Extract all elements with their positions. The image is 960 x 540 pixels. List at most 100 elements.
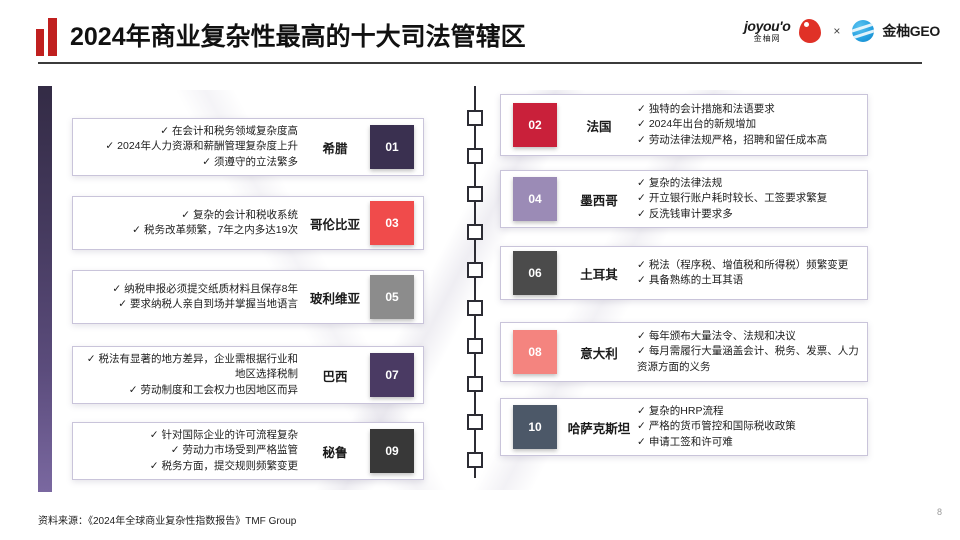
bullet-text: 税法（程序税、增值税和所得税）频繁变更: [648, 258, 849, 271]
country-name-07: 巴西: [322, 369, 348, 384]
bullet-item: ✓具备熟练的土耳其语: [637, 273, 861, 288]
bullet-item: ✓2024年人力资源和薪酬管理复杂度上升: [79, 139, 298, 154]
check-icon: ✓: [637, 435, 646, 448]
bullet-item: ✓劳动制度和工会权力也因地区而异: [79, 383, 298, 398]
country-name-05: 玻利维亚: [309, 291, 360, 306]
check-icon: ✓: [181, 208, 190, 221]
check-icon: ✓: [160, 125, 169, 138]
joyouo-logo-en: joyou'o: [743, 18, 791, 34]
header-divider: [38, 62, 922, 64]
bullet-text: 反洗钱审计要求多: [648, 207, 733, 220]
country-name-10: 哈萨克斯坦: [567, 421, 631, 436]
bullet-text: 纳税申报必须提交纸质材料且保存8年: [124, 282, 298, 295]
bullet-item: ✓税务方面，提交规则频繁变更: [79, 459, 298, 474]
logo-separator-x: ×: [833, 24, 841, 38]
rank-badge-05: 05: [370, 275, 414, 319]
bullet-text: 复杂的会计和税收系统: [193, 208, 298, 221]
country-name-01: 希腊: [322, 141, 348, 156]
rank-badge-10: 10: [513, 405, 557, 449]
globe-icon: [852, 20, 875, 42]
bullet-text: 税法有显著的地方差异，企业需根据行业和地区选择税制: [98, 353, 299, 381]
bullet-text: 严格的货币管控和国际税收政策: [648, 420, 796, 433]
timeline-node-8: [467, 376, 483, 392]
joyouo-logo-cn: 金柚网: [753, 34, 781, 43]
bullet-text: 具备熟练的土耳其语: [648, 274, 744, 286]
check-icon: ✓: [86, 353, 96, 366]
check-icon: ✓: [132, 224, 141, 236]
bullet-text: 须遵守的立法繁多: [214, 155, 298, 168]
bullet-item: ✓税法（程序税、增值税和所得税）频繁变更: [637, 258, 861, 273]
timeline-spine: [467, 86, 483, 478]
bullet-item: ✓针对国际企业的许可流程复杂: [79, 428, 298, 443]
check-icon: ✓: [105, 140, 115, 153]
timeline-node-5: [467, 262, 483, 278]
jurisdiction-card-01[interactable]: ✓在会计和税务领域复杂度高✓2024年人力资源和薪酬管理复杂度上升✓须遵守的立法…: [72, 118, 424, 176]
page-number: 8: [936, 507, 942, 517]
jurisdiction-card-07[interactable]: ✓税法有显著的地方差异，企业需根据行业和地区选择税制 ✓劳动制度和工会权力也因地区…: [72, 346, 424, 404]
bullet-text: 税务改革频繁，7年之内多达19次: [143, 224, 298, 236]
joyouo-logo: joyou'o 金柚网: [743, 18, 791, 43]
rank-badge-01: 01: [370, 125, 414, 169]
bullet-text: 劳动法律法规严格，招聘和留任成本高: [648, 133, 828, 146]
bullet-list-10: ✓复杂的HRP流程✓严格的货币管控和国际税收政策✓申请工签和许可难: [637, 404, 867, 450]
check-icon: ✓: [202, 155, 211, 168]
check-icon: ✓: [637, 177, 646, 190]
bullet-text: 2024年人力资源和薪酬管理复杂度上升: [117, 140, 298, 153]
bullet-item: ✓劳动力市场受到严格监管: [79, 443, 298, 458]
timeline-node-9: [467, 414, 483, 430]
jurisdiction-card-09[interactable]: ✓针对国际企业的许可流程复杂✓劳动力市场受到严格监管✓税务方面，提交规则频繁变更…: [72, 422, 424, 480]
bullet-text: 劳动力市场受到严格监管: [182, 444, 299, 457]
rank-badge-02: 02: [513, 103, 557, 147]
bullet-item: ✓反洗钱审计要求多: [637, 207, 861, 222]
bullet-list-09: ✓针对国际企业的许可流程复杂✓劳动力市场受到严格监管✓税务方面，提交规则频繁变更: [73, 428, 306, 474]
bullet-text: 独特的会计措施和法语要求: [648, 103, 775, 116]
brand-logo-group: joyou'o 金柚网 × 金柚GEO: [744, 14, 940, 48]
rank-badge-07: 07: [370, 353, 414, 397]
bullet-text: 开立银行账户耗时较长、工签要求繁复: [648, 192, 828, 205]
bullet-text: 复杂的法律法规: [648, 177, 723, 190]
bullet-item: ✓每年颁布大量法令、法规和决议: [637, 329, 861, 344]
bullet-text: 税务方面，提交规则频繁变更: [161, 459, 299, 472]
bullet-text: 2024年出台的新规增加: [648, 118, 757, 131]
timeline-node-6: [467, 300, 483, 316]
bullet-item: ✓2024年出台的新规增加: [637, 117, 861, 132]
bullet-item: ✓复杂的HRP流程: [637, 404, 861, 419]
bullet-item: ✓申请工签和许可难: [637, 435, 861, 450]
bullet-item: ✓独特的会计措施和法语要求: [637, 102, 861, 117]
check-icon: ✓: [637, 330, 646, 343]
bullet-item: ✓严格的货币管控和国际税收政策: [637, 419, 861, 434]
bar-chart-icon: [36, 18, 58, 56]
check-icon: ✓: [637, 274, 646, 286]
bullet-list-03: ✓复杂的会计和税收系统✓税务改革频繁，7年之内多达19次: [73, 208, 306, 238]
bullet-text: 申请工签和许可难: [648, 435, 733, 448]
check-icon: ✓: [118, 298, 127, 310]
timeline-node-3: [467, 186, 483, 202]
left-accent-bar: [38, 86, 52, 492]
bullet-item: ✓复杂的法律法规: [637, 176, 861, 191]
bullet-item: ✓劳动法律法规严格，招聘和留任成本高: [637, 133, 861, 148]
check-icon: ✓: [637, 118, 646, 131]
page-title: 2024年商业复杂性最高的十大司法管辖区: [70, 23, 526, 51]
slide-header: 2024年商业复杂性最高的十大司法管辖区 joyou'o 金柚网 × 金柚GEO: [0, 0, 960, 66]
country-name-09: 秘鲁: [322, 445, 348, 460]
bullet-item: ✓每月需履行大量涵盖会计、税务、发票、人力资源方面的义务: [637, 344, 861, 374]
rank-badge-08: 08: [513, 330, 557, 374]
check-icon: ✓: [637, 207, 646, 220]
rank-badge-09: 09: [370, 429, 414, 473]
bullet-list-07: ✓税法有显著的地方差异，企业需根据行业和地区选择税制 ✓劳动制度和工会权力也因地区…: [73, 352, 306, 398]
rank-badge-06: 06: [513, 251, 557, 295]
check-icon: ✓: [637, 133, 646, 146]
bullet-list-05: ✓纳税申报必须提交纸质材料且保存8年✓要求纳税人亲自到场并掌握当地语言: [73, 282, 306, 312]
country-name-03: 哥伦比亚: [309, 217, 360, 232]
timeline-node-1: [467, 110, 483, 126]
timeline-node-2: [467, 148, 483, 164]
check-icon: ✓: [149, 459, 159, 472]
